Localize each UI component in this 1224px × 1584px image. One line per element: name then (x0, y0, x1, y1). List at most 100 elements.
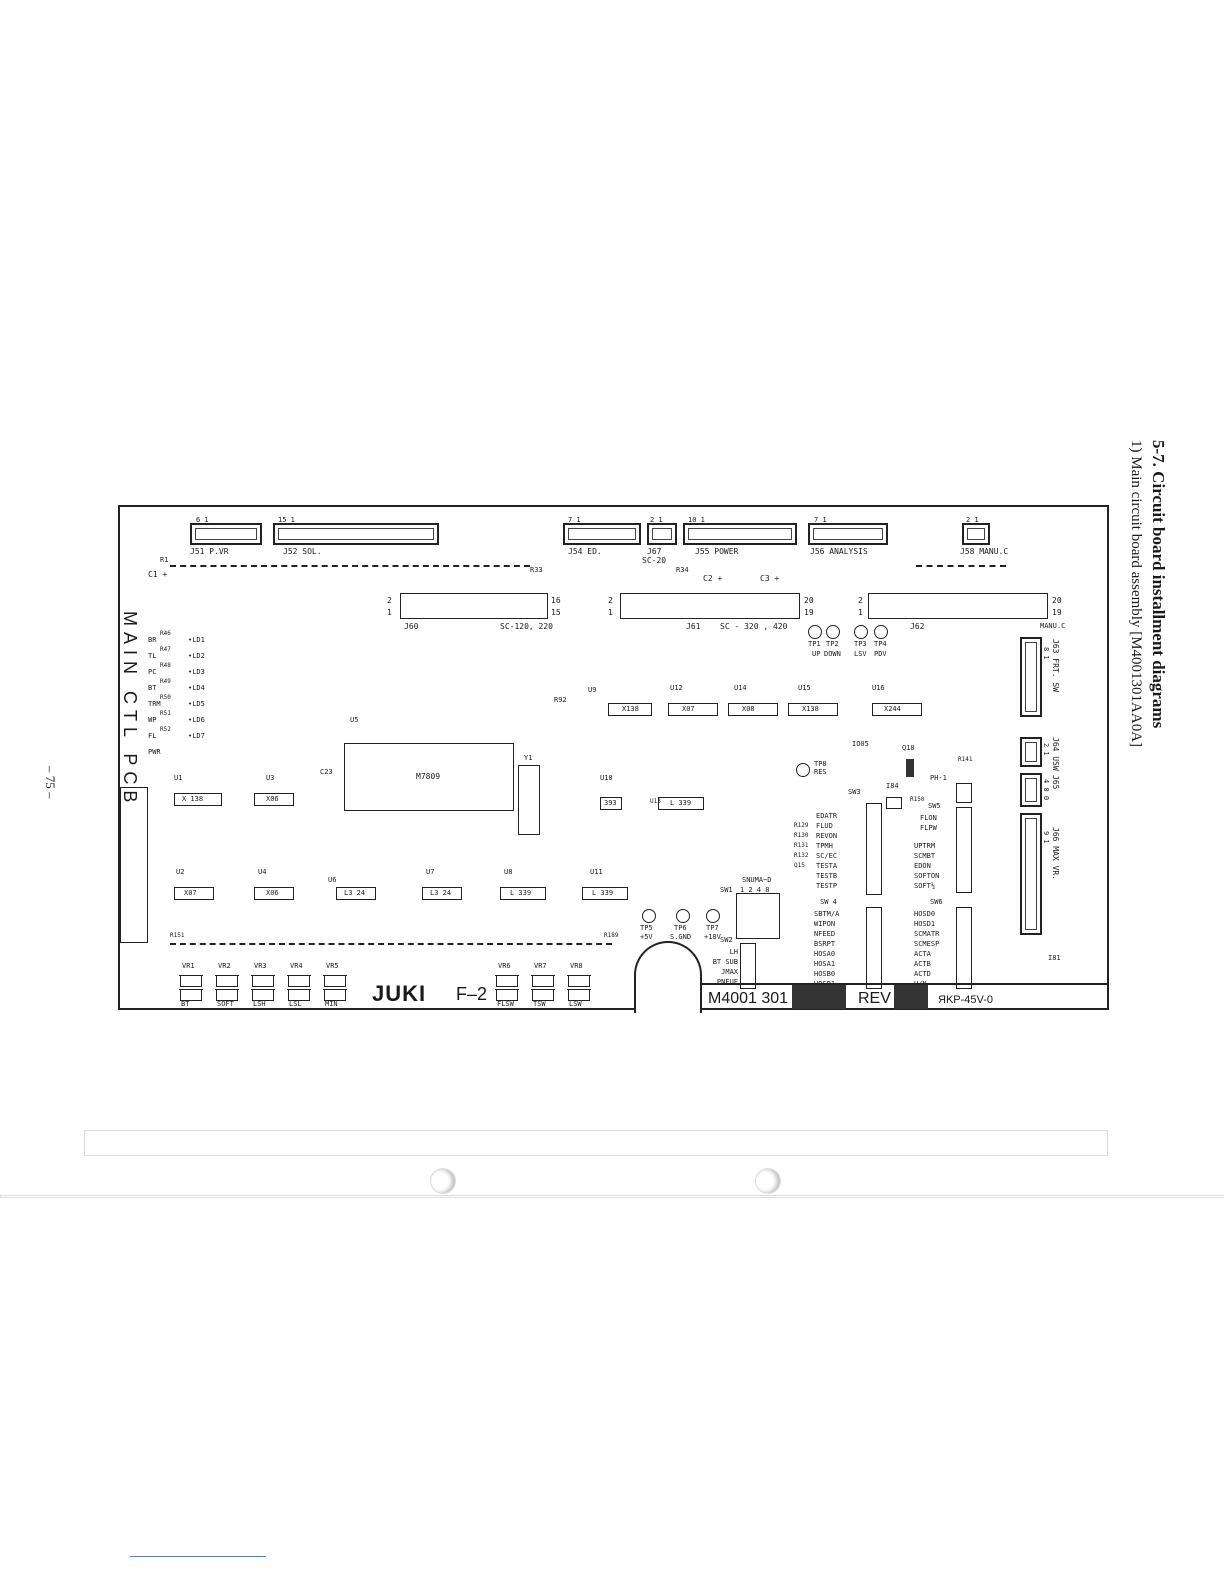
j64-pins: 2 1 (1042, 743, 1050, 756)
vr-ref: VR6 (498, 962, 511, 970)
switch-option-label: REVON (816, 832, 838, 840)
trace-bottom (170, 943, 612, 945)
c23-label: C23 (320, 768, 333, 776)
switch-option-label: FLON (920, 814, 937, 822)
ic-u1-part: X 138 (182, 795, 204, 803)
switch-option-label: BT SUB (712, 958, 738, 966)
ic-u7 (422, 887, 462, 900)
vr-name: TSW (533, 1000, 546, 1008)
switch-option-label: ACTB (914, 960, 931, 968)
transistor-q16 (886, 797, 902, 809)
ul-mark: ЯKP-45V-0 (938, 994, 994, 1006)
vr-connector-lower (495, 989, 519, 1001)
led-label: FL (148, 732, 157, 740)
sw5-option-list: FLON FLPW (920, 813, 960, 833)
footer-rule (130, 1556, 266, 1557)
switch-option-label: HOSD0 (914, 910, 936, 918)
dip-switch-sw1[interactable] (736, 893, 780, 939)
connector-j67 (647, 523, 677, 545)
dip-switch-sw4[interactable] (866, 907, 882, 989)
switch-option-label: SBTM/A (814, 910, 840, 918)
j52-label: J52 SOL. (283, 547, 322, 556)
edge-bar (120, 787, 148, 943)
vr-connector-lower (567, 989, 591, 1001)
vr-ref: VR2 (218, 962, 231, 970)
dip-switch-sw6[interactable] (956, 907, 972, 989)
header-j61 (620, 593, 800, 619)
dip-switch-sw5[interactable] (956, 783, 972, 803)
tp6-ref: TP6 (674, 924, 687, 932)
i81-label: I81 (1048, 954, 1061, 962)
rev-block (894, 985, 928, 1009)
j52-pins: 15 1 (278, 516, 295, 524)
j60-pins-b: 15 (551, 608, 561, 617)
j54-pins: 7 1 (568, 516, 581, 524)
dip-switch-sw6-left[interactable] (956, 807, 972, 893)
led-resistor: R51 (160, 710, 171, 717)
r33-label: R33 (530, 566, 543, 574)
ic-u16-part: X244 (884, 705, 901, 713)
tp4-ref: TP4 (874, 640, 887, 648)
led-resistor: R46 (160, 630, 171, 637)
ic-u4-ref: U4 (258, 868, 267, 876)
vr-connector (215, 975, 239, 987)
vr-name: LSL (289, 1000, 302, 1008)
tp1-ref: TP1 (808, 640, 821, 648)
led-indicator: •LD5 (188, 700, 205, 708)
page-number: – 75 – (43, 766, 58, 799)
r1-label: R1 (160, 556, 169, 564)
ic-u15-part: X138 (802, 705, 819, 713)
led-label: TRM (148, 700, 161, 708)
ic-u16-ref: U16 (872, 684, 885, 692)
part-number: M4001 301 (708, 990, 789, 1007)
section-title: 5-7. Circuit board installment diagrams (1149, 440, 1168, 729)
dip-switch-sw2[interactable] (740, 943, 756, 989)
test-point-tp3 (854, 625, 868, 639)
ic-u14-part: X08 (742, 705, 755, 713)
j66-label: J66 MAX VR. (1051, 827, 1060, 880)
connector-j56 (808, 523, 888, 545)
tp8-ref: TP8 (814, 760, 827, 768)
tp5-label: +5V (640, 933, 653, 941)
part-number-block (792, 985, 846, 1009)
switch-option-label: UPTRM (914, 842, 936, 850)
ic-u11 (582, 887, 628, 900)
ic-u2-ref: U2 (176, 868, 185, 876)
j67-label: J67 (647, 547, 662, 556)
switch-option-label: JMAX (721, 968, 738, 976)
j63-pins: 8 1 (1042, 647, 1050, 660)
switch-option-label: FLPW (920, 824, 937, 832)
ic-u2 (174, 887, 214, 900)
punch-hole-left (430, 1168, 456, 1194)
ic-u1 (174, 793, 222, 806)
connector-j58 (962, 523, 990, 545)
ic-u13 (658, 797, 704, 810)
led-resistor: R52 (160, 726, 171, 733)
c1-label: C1 + (148, 570, 168, 579)
led-label: PC (148, 668, 157, 676)
ic-u10-part: 393 (604, 799, 617, 807)
dip-switch-sw3[interactable] (866, 803, 882, 895)
ic-u9 (608, 703, 652, 716)
header-j62 (868, 593, 1048, 619)
switch-option-label: SOFT½ (914, 882, 936, 890)
tp2-label: DOWN (824, 650, 841, 658)
vr-connector (179, 975, 203, 987)
vr-connector-lower (323, 989, 347, 1001)
tp1-label: UP (812, 650, 821, 658)
r151-label: R151 (170, 932, 185, 939)
j55-label: J55 POWER (695, 547, 739, 556)
test-point-tp2 (826, 625, 840, 639)
i84-label: I84 (886, 782, 899, 790)
ic-u8-ref: U8 (504, 868, 513, 876)
ic-u5 (344, 743, 514, 811)
switch-option-label: SCMATR (914, 930, 940, 938)
trace-top-right (916, 565, 1006, 567)
vr-ref: VR1 (182, 962, 195, 970)
connector-j63 (1020, 637, 1042, 717)
test-point-tp1 (808, 625, 822, 639)
